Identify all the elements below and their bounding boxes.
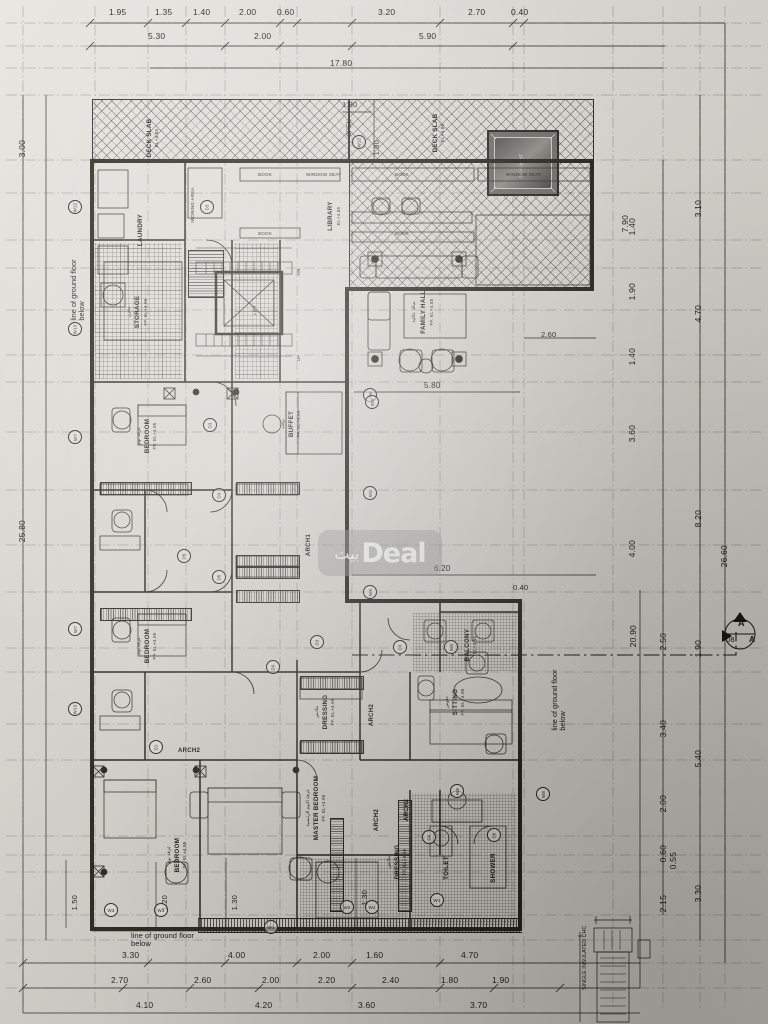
door-tag-d3-c[interactable]: D3 xyxy=(212,488,226,502)
interior-dim-180a: 1.80 xyxy=(342,100,358,109)
wardrobe-corridor-c xyxy=(236,566,300,579)
window-tag-w4[interactable]: W8 xyxy=(444,640,458,654)
door-tag-d1[interactable]: D1 xyxy=(149,740,163,754)
dim-ticks-top xyxy=(85,18,529,51)
window-tag-w13-b[interactable]: W13 xyxy=(68,702,82,716)
deck-slab-left xyxy=(92,99,349,163)
door-tag-d3-a[interactable]: D3 xyxy=(200,200,214,214)
bath-floor-tiles xyxy=(300,858,408,926)
wardrobe-corridor-a xyxy=(236,482,300,495)
wardrobe-dressing-bottom xyxy=(300,740,364,754)
window-tag-w7-b[interactable]: W7 xyxy=(68,622,82,636)
laundry-shelving xyxy=(188,250,224,298)
section-number: 08 xyxy=(726,635,735,644)
laundry-floor-tiles xyxy=(95,243,182,379)
toilet-floor-tiles xyxy=(412,793,517,925)
annotation-window-seat-2: WINDOW SEAT xyxy=(506,172,542,177)
door-tag-d5-a[interactable]: D5 xyxy=(177,549,191,563)
section-letter-top: A xyxy=(738,618,745,628)
interior-dim-040: 0.40 xyxy=(513,583,529,592)
section-marker-a[interactable]: A 08 A xyxy=(716,608,760,654)
wardrobe-master-vertical xyxy=(330,818,344,912)
door-tag-d6-b[interactable]: D6 xyxy=(487,828,501,842)
annotation-window-seat-1: WINDOW SEAT xyxy=(306,172,342,177)
door-tag-d3-b[interactable]: D3 xyxy=(203,418,217,432)
window-tag-w3-b[interactable]: W3 xyxy=(154,903,168,917)
window-tag-w1-b[interactable]: W1 xyxy=(430,893,444,907)
annotation-book-3: BOOK xyxy=(258,231,273,236)
overall-width-dimension: 17.80 xyxy=(330,58,353,68)
ironing-area-tiles xyxy=(235,243,278,379)
watermark-latin: Deal xyxy=(361,537,426,569)
window-tag-w7-a[interactable]: W7 xyxy=(68,430,82,444)
window-tag-w2-b[interactable]: W2 xyxy=(365,900,379,914)
window-tag-w1-a[interactable]: W1 xyxy=(264,920,278,934)
window-tag-w13-a[interactable]: W13 xyxy=(68,322,82,336)
window-tag-w12-a[interactable]: W12 xyxy=(68,200,82,214)
watermark-arabic: بيت xyxy=(334,543,360,563)
annotation-book-2: BOOK xyxy=(395,172,410,177)
interior-dim-260: 2.60 xyxy=(541,330,557,339)
window-tag-w3-a[interactable]: W3 xyxy=(104,903,118,917)
dim-ticks-bottom xyxy=(18,958,565,993)
window-tag-w8-a[interactable]: W8 xyxy=(363,585,377,599)
interior-dim-580: 5.80 xyxy=(424,381,441,390)
wardrobe-bedroom2 xyxy=(100,608,192,621)
door-tag-d3-e[interactable]: D3 xyxy=(310,635,324,649)
annotation-book-4: BOOK xyxy=(395,231,410,236)
ground-floor-line-band xyxy=(198,918,522,933)
top-wall-dots xyxy=(92,158,592,163)
note-ground-floor-bottom: line of ground floor below xyxy=(131,931,194,948)
watermark: بيت Deal xyxy=(318,530,442,576)
interior-dim-620: 6.20 xyxy=(434,564,451,573)
annotation-arch2-d: ARCH2 xyxy=(178,748,201,754)
window-tag-w12-b[interactable]: W12 xyxy=(352,135,366,149)
wardrobe-bedroom1 xyxy=(100,482,192,495)
door-tag-d3-f[interactable]: D3 xyxy=(393,640,407,654)
wardrobe-dressing-top xyxy=(300,676,364,690)
window-tag-w9[interactable]: W9 xyxy=(365,395,379,409)
wardrobe-corridor-d xyxy=(236,590,300,603)
window-tag-w5[interactable]: W5 xyxy=(363,486,377,500)
wardrobe-dressing2-vertical xyxy=(398,800,412,912)
window-tag-w8-b[interactable]: W8 xyxy=(536,787,550,801)
door-tag-d5-b[interactable]: D5 xyxy=(212,570,226,584)
door-tag-d6-a[interactable]: D6 xyxy=(422,830,436,844)
annotation-book-1: BOOK xyxy=(258,172,273,177)
door-tag-d3-d[interactable]: D3 xyxy=(266,660,280,674)
window-tag-w8-c[interactable]: W8 xyxy=(450,784,464,798)
section-letter-right: A xyxy=(749,634,756,644)
window-tag-w2-a[interactable]: W2 xyxy=(340,900,354,914)
